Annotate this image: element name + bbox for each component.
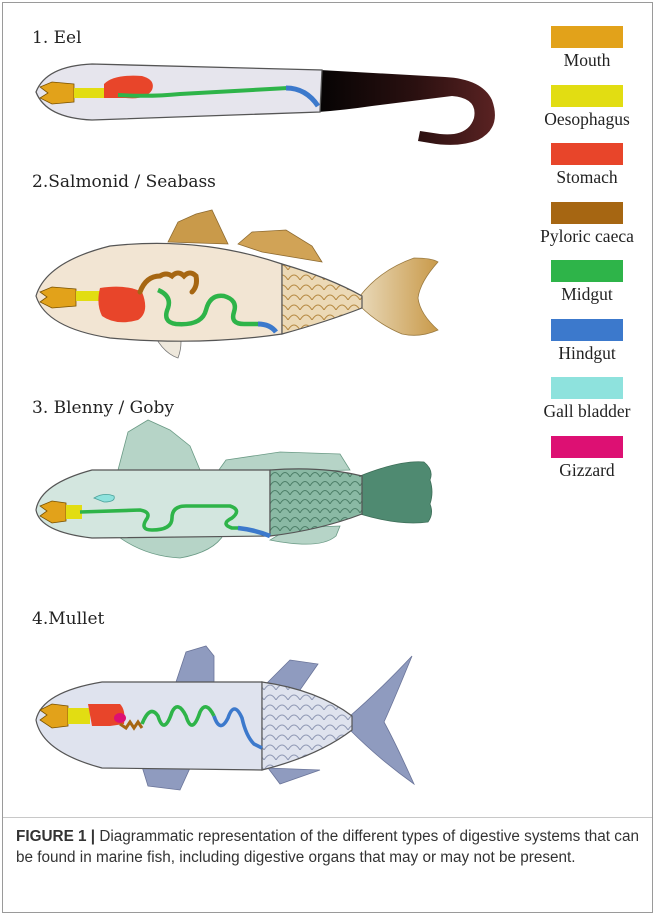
mullet-dorsal-fin-1 [176, 646, 214, 682]
salmonid-body-scales [282, 264, 362, 334]
fish-label-blenny: 3. Blenny / Goby [32, 398, 174, 418]
legend-swatch-hindgut [551, 319, 623, 341]
mullet-tail [350, 656, 414, 784]
legend-label-gizzard: Gizzard [532, 460, 642, 481]
legend-swatch-midgut [551, 260, 623, 282]
mullet-oesophagus [68, 708, 90, 724]
legend-item-gizzard: Gizzard [532, 436, 642, 495]
figure-caption: FIGURE 1 | Diagrammatic representation o… [16, 826, 642, 868]
caption-text: Diagrammatic representation of the diffe… [16, 828, 639, 866]
blenny-dorsal-fin-1 [118, 420, 200, 470]
blenny-tail [360, 462, 432, 523]
salmonid-tail [360, 258, 438, 335]
legend-item-gall-bladder: Gall bladder [532, 377, 642, 436]
legend-label-gall-bladder: Gall bladder [532, 401, 642, 422]
salmonid-oesophagus [76, 291, 102, 301]
organ-legend: Mouth Oesophagus Stomach Pyloric caeca M… [532, 26, 642, 494]
figure-label: FIGURE 1 | [16, 828, 95, 845]
legend-item-mouth: Mouth [532, 26, 642, 85]
fish-label-eel: 1. Eel [32, 28, 82, 48]
eel-oesophagus [74, 88, 106, 98]
mullet-body-front [36, 682, 262, 770]
legend-label-hindgut: Hindgut [532, 343, 642, 364]
legend-label-midgut: Midgut [532, 284, 642, 305]
salmonid-dorsal-fin-1 [168, 210, 228, 244]
legend-swatch-stomach [551, 143, 623, 165]
blenny-illustration [36, 420, 432, 558]
blenny-oesophagus [66, 505, 82, 519]
blenny-body-scales [270, 469, 362, 536]
legend-item-midgut: Midgut [532, 260, 642, 319]
mullet-body-scales [262, 682, 352, 770]
mullet-illustration [36, 646, 414, 790]
legend-item-oesophagus: Oesophagus [532, 85, 642, 144]
eel-illustration [36, 64, 495, 145]
mullet-anal-fin [268, 768, 320, 784]
eel-tail [318, 70, 495, 145]
legend-item-hindgut: Hindgut [532, 319, 642, 378]
legend-label-mouth: Mouth [532, 50, 642, 71]
salmonid-illustration [36, 210, 438, 358]
fish-label-mullet: 4.Mullet [32, 609, 104, 629]
legend-item-stomach: Stomach [532, 143, 642, 202]
legend-item-pyloric-caeca: Pyloric caeca [532, 202, 642, 261]
legend-swatch-gall-bladder [551, 377, 623, 399]
fish-label-salmonid: 2.Salmonid / Seabass [32, 172, 216, 192]
legend-label-stomach: Stomach [532, 167, 642, 188]
legend-swatch-gizzard [551, 436, 623, 458]
legend-swatch-oesophagus [551, 85, 623, 107]
mullet-gizzard [114, 713, 126, 723]
caption-divider [3, 817, 652, 818]
legend-swatch-mouth [551, 26, 623, 48]
legend-swatch-pyloric-caeca [551, 202, 623, 224]
legend-label-oesophagus: Oesophagus [532, 109, 642, 130]
legend-label-pyloric-caeca: Pyloric caeca [532, 226, 642, 247]
